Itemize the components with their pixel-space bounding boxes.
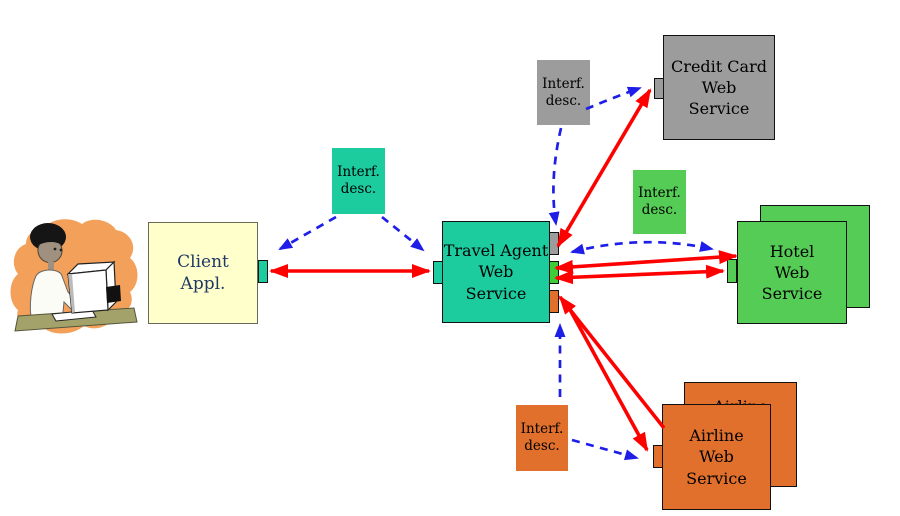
desc-link-interf-to-client bbox=[278, 215, 337, 251]
credit-card-node: Credit Card Web Service bbox=[663, 35, 775, 140]
airline-port bbox=[653, 445, 663, 468]
hair-front bbox=[35, 227, 65, 246]
client-app-node: Client Appl. bbox=[148, 222, 258, 324]
desc-link-interf-to-airline-port bbox=[571, 438, 639, 461]
hotel-port bbox=[727, 259, 737, 283]
desc-link-interf-to-travel bbox=[381, 215, 425, 252]
eye bbox=[53, 247, 57, 251]
desc-link-interf-to-travel-credit-port bbox=[548, 127, 563, 226]
travel-agent-node: Travel Agent Web Service bbox=[442, 221, 550, 323]
interface-desc-hotel: Interf. desc. bbox=[633, 170, 686, 234]
travel-agent-left-port bbox=[433, 261, 443, 284]
desc-link-travel-hotel-arc bbox=[570, 240, 714, 255]
client-port bbox=[258, 260, 268, 283]
travel-agent-hotel-port bbox=[549, 261, 559, 284]
travel-agent-credit-port bbox=[549, 232, 559, 255]
monitor-attachment bbox=[106, 285, 121, 303]
airline-node: Airline Web Service bbox=[662, 404, 771, 510]
desc-link-interf-to-credit-port bbox=[585, 86, 642, 111]
monitor-front bbox=[67, 269, 109, 314]
credit-card-port bbox=[654, 78, 664, 99]
eye bbox=[59, 248, 63, 252]
red-arrow-airline-to-travel bbox=[558, 295, 666, 430]
red-arrow-travel-to-airline bbox=[566, 305, 649, 452]
interface-desc-airline: Interf. desc. bbox=[516, 405, 568, 471]
travel-agent-airline-port bbox=[549, 290, 559, 313]
user-at-computer-clipart bbox=[10, 219, 138, 334]
hotel-node: Hotel Web Service bbox=[737, 221, 847, 324]
red-arrow-travel-hotel-lower bbox=[554, 264, 725, 285]
red-arrow-travel-hotel-upper bbox=[554, 250, 738, 274]
interface-desc-credit-card: Interf. desc. bbox=[537, 60, 590, 125]
interface-desc-client-travel: Interf. desc. bbox=[332, 148, 385, 214]
neck bbox=[48, 262, 54, 272]
monitor-screen-edge bbox=[68, 274, 75, 313]
